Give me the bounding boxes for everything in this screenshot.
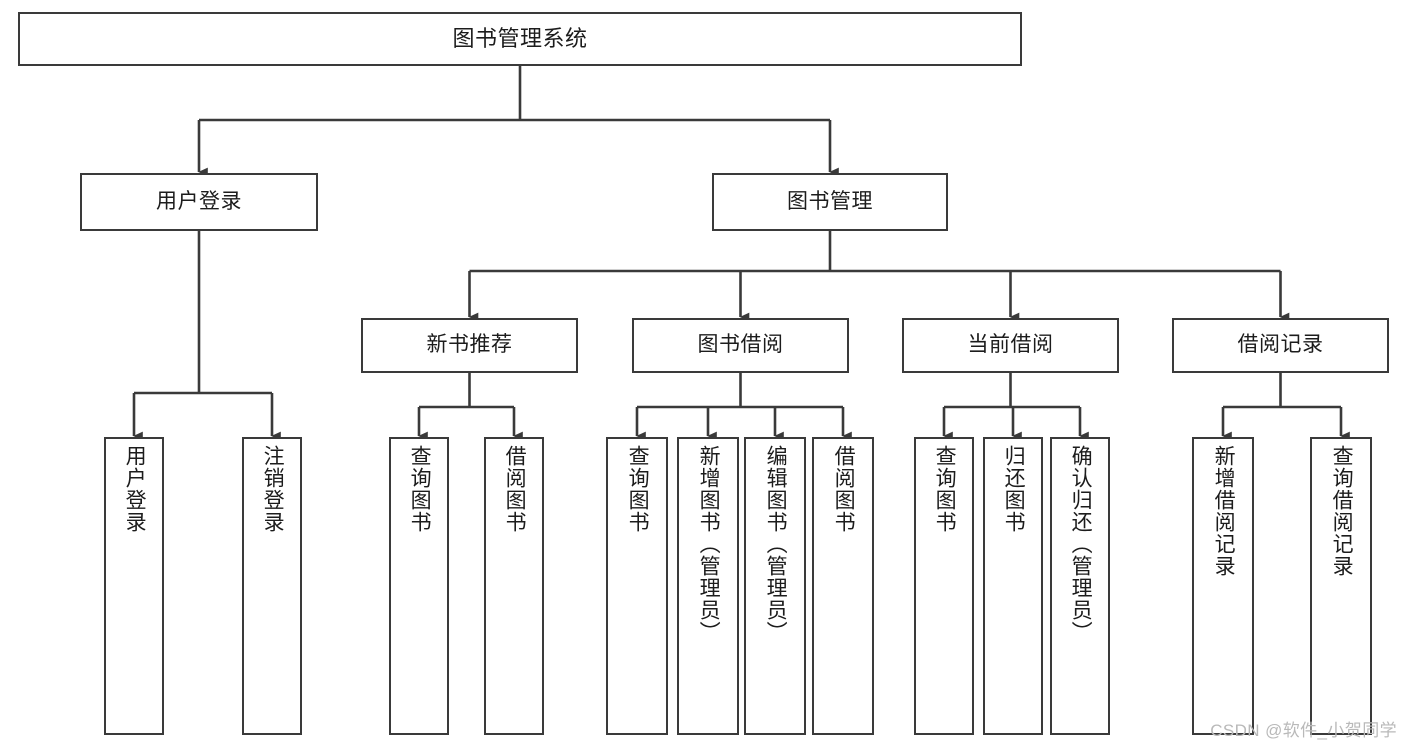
node-new-book-rec[interactable]: 新书推荐 <box>361 318 578 373</box>
node-leaf-query-book-3[interactable]: 查询图书 <box>914 437 974 735</box>
node-label: 查询图书 <box>408 445 432 533</box>
node-label: 编辑图书（管理员） <box>764 445 788 643</box>
node-leaf-query-record[interactable]: 查询借阅记录 <box>1310 437 1372 735</box>
node-leaf-user-login[interactable]: 用户登录 <box>104 437 164 735</box>
node-leaf-borrow-book-1[interactable]: 借阅图书 <box>484 437 544 735</box>
node-label: 查询借阅记录 <box>1330 445 1354 577</box>
node-leaf-user-logout[interactable]: 注销登录 <box>242 437 302 735</box>
node-leaf-query-book-1[interactable]: 查询图书 <box>389 437 449 735</box>
node-label: 用户登录 <box>156 189 242 213</box>
node-leaf-add-record[interactable]: 新增借阅记录 <box>1192 437 1254 735</box>
node-leaf-confirm-return[interactable]: 确认归还（管理员） <box>1050 437 1110 735</box>
node-leaf-edit-book[interactable]: 编辑图书（管理员） <box>744 437 806 735</box>
node-label: 用户登录 <box>123 445 147 533</box>
node-label: 注销登录 <box>261 445 285 533</box>
watermark-text: CSDN @软件_小贺同学 <box>1210 721 1397 740</box>
node-label: 新增借阅记录 <box>1212 445 1236 577</box>
node-label: 图书管理系统 <box>452 26 588 52</box>
node-leaf-borrow-book-2[interactable]: 借阅图书 <box>812 437 874 735</box>
node-current-borrow[interactable]: 当前借阅 <box>902 318 1119 373</box>
node-label: 图书借阅 <box>697 333 784 357</box>
node-label: 借阅记录 <box>1237 333 1324 357</box>
node-label: 当前借阅 <box>967 333 1054 357</box>
node-user-login[interactable]: 用户登录 <box>80 173 318 231</box>
node-root[interactable]: 图书管理系统 <box>18 12 1022 66</box>
node-label: 确认归还（管理员） <box>1069 445 1093 643</box>
node-label: 图书管理 <box>787 189 873 213</box>
node-book-manage[interactable]: 图书管理 <box>712 173 948 231</box>
node-borrow-record[interactable]: 借阅记录 <box>1172 318 1389 373</box>
node-label: 查询图书 <box>933 445 957 533</box>
node-label: 借阅图书 <box>503 445 527 533</box>
node-label: 新增图书（管理员） <box>697 445 721 643</box>
node-book-borrow[interactable]: 图书借阅 <box>632 318 849 373</box>
node-leaf-return-book[interactable]: 归还图书 <box>983 437 1043 735</box>
node-label: 新书推荐 <box>426 333 513 357</box>
node-label: 查询图书 <box>626 445 650 533</box>
node-label: 归还图书 <box>1002 445 1026 533</box>
node-leaf-add-book[interactable]: 新增图书（管理员） <box>677 437 739 735</box>
node-leaf-query-book-2[interactable]: 查询图书 <box>606 437 668 735</box>
node-label: 借阅图书 <box>832 445 856 533</box>
